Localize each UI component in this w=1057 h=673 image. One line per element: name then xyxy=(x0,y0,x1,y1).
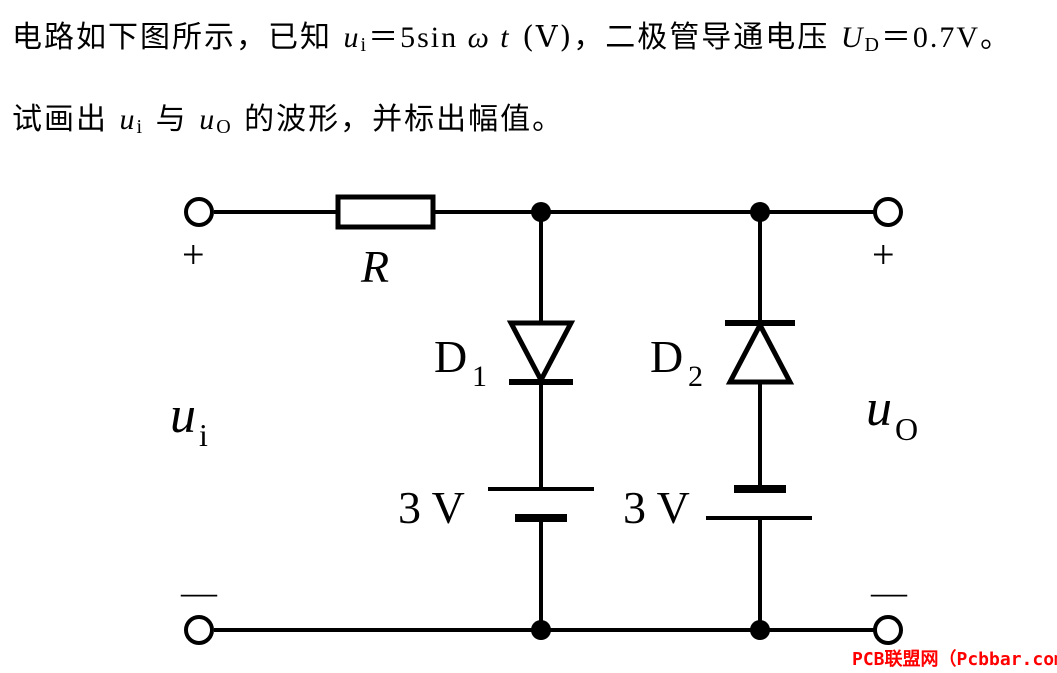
minus-sign-left: — xyxy=(180,572,218,612)
ui-subscript: i xyxy=(360,34,369,56)
ui-symbol-2: u xyxy=(119,103,137,136)
uo-symbol: u xyxy=(199,103,217,136)
junctions xyxy=(531,202,770,640)
terminal-input-minus xyxy=(184,615,214,645)
d1-label: D xyxy=(434,331,467,382)
plus-sign-right: + xyxy=(872,232,895,277)
d2-subscript: 2 xyxy=(688,360,703,393)
ud-subscript: D xyxy=(864,34,881,56)
junction-bottom-1 xyxy=(531,620,551,640)
resistor xyxy=(335,194,436,230)
junction-top-1 xyxy=(531,202,551,222)
problem-line-1: 电路如下图所示，已知 ui＝5sin ω t (V)，二极管导通电压 UD＝0.… xyxy=(12,18,1012,65)
output-voltage-label: u xyxy=(866,380,892,437)
d1-subscript: 1 xyxy=(472,360,487,393)
omega-t: ω t xyxy=(467,21,511,54)
diode-d2 xyxy=(725,319,795,385)
terminal-output-minus xyxy=(873,615,903,645)
problem-text-2a: 试画出 xyxy=(12,102,120,137)
d2-label: D xyxy=(650,331,683,382)
problem-line-2: 试画出 ui 与 uO 的波形，并标出幅值。 xyxy=(12,100,564,147)
plus-sign-left: + xyxy=(182,232,205,277)
output-voltage-subscript: O xyxy=(895,411,918,447)
problem-text-2b: 的波形，并标出幅值。 xyxy=(232,102,565,137)
problem-text: 电路如下图所示，已知 xyxy=(12,20,332,55)
junction-bottom-2 xyxy=(750,620,770,640)
ui-symbol: u xyxy=(343,21,361,54)
diode-d1 xyxy=(506,320,576,386)
minus-sign-right: — xyxy=(870,572,908,612)
ui-subscript-2: i xyxy=(136,116,145,138)
uo-subscript: O xyxy=(216,116,233,138)
battery-1 xyxy=(488,487,594,522)
junction-top-2 xyxy=(750,202,770,222)
battery1-label: 3 V xyxy=(398,482,465,533)
equation-text-2: ＝0.7V。 xyxy=(880,21,1013,54)
input-voltage-label: u xyxy=(170,387,196,444)
equation-text: ＝5sin xyxy=(368,21,468,54)
and-text: 与 xyxy=(144,102,200,137)
watermark: PCB联盟网（Pcbbar.com） xyxy=(852,649,1057,670)
unit-text: (V)，二极管导通电压 xyxy=(510,20,841,55)
terminal-input-plus xyxy=(184,197,214,227)
terminal-output-plus xyxy=(873,197,903,227)
resistor-label: R xyxy=(360,241,389,292)
battery2-label: 3 V xyxy=(623,482,690,533)
input-voltage-subscript: i xyxy=(199,417,208,453)
ud-symbol: U xyxy=(840,21,865,54)
battery-2 xyxy=(706,485,812,520)
